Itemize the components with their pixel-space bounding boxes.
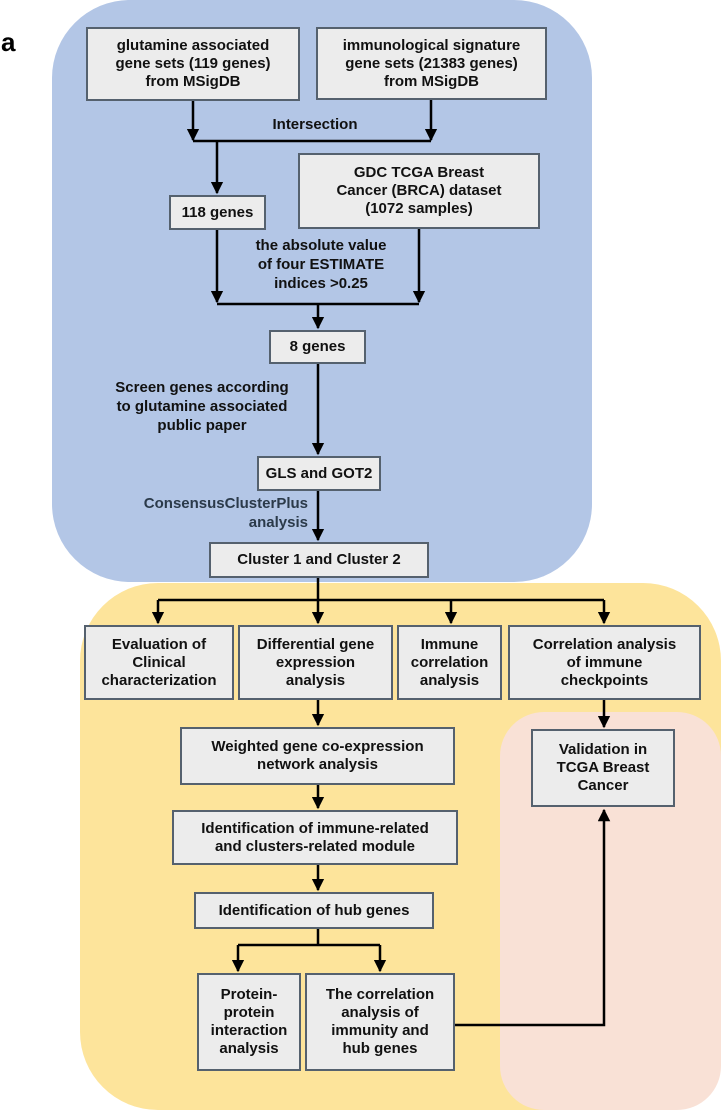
hub-genes-box: Identification of hub genes xyxy=(194,892,434,929)
tcga-brca-dataset-box: GDC TCGA Breast Cancer (BRCA) dataset (1… xyxy=(298,153,540,229)
glutamine-gene-sets-box: glutamine associated gene sets (119 gene… xyxy=(86,27,300,101)
immune-correlation-box: Immune correlation analysis xyxy=(397,625,502,700)
module-identification-box: Identification of immune-related and clu… xyxy=(172,810,458,865)
genes-118-box: 118 genes xyxy=(169,195,266,230)
immunological-gene-sets-box: immunological signature gene sets (21383… xyxy=(316,27,547,100)
validation-box: Validation in TCGA Breast Cancer xyxy=(531,729,675,807)
gls-got2-box: GLS and GOT2 xyxy=(257,456,381,491)
differential-expression-box: Differential gene expression analysis xyxy=(238,625,393,700)
clusters-box: Cluster 1 and Cluster 2 xyxy=(209,542,429,578)
panel-label: a xyxy=(1,27,16,57)
immunity-hub-correlation-box: The correlation analysis of immunity and… xyxy=(305,973,455,1071)
genes-8-box: 8 genes xyxy=(269,330,366,364)
clinical-characterization-box: Evaluation of Clinical characterization xyxy=(84,625,234,700)
wgcna-box: Weighted gene co-expression network anal… xyxy=(180,727,455,785)
screen-genes-label: Screen genes according to glutamine asso… xyxy=(115,379,289,434)
intersection-label: Intersection xyxy=(272,116,358,133)
consensus-cluster-label: ConsensusClusterPlus analysis xyxy=(143,495,308,531)
estimate-filter-label: the absolute value of four ESTIMATE indi… xyxy=(255,237,387,292)
immune-checkpoints-box: Correlation analysis of immune checkpoin… xyxy=(508,625,701,700)
ppi-analysis-box: Protein- protein interaction analysis xyxy=(197,973,301,1071)
